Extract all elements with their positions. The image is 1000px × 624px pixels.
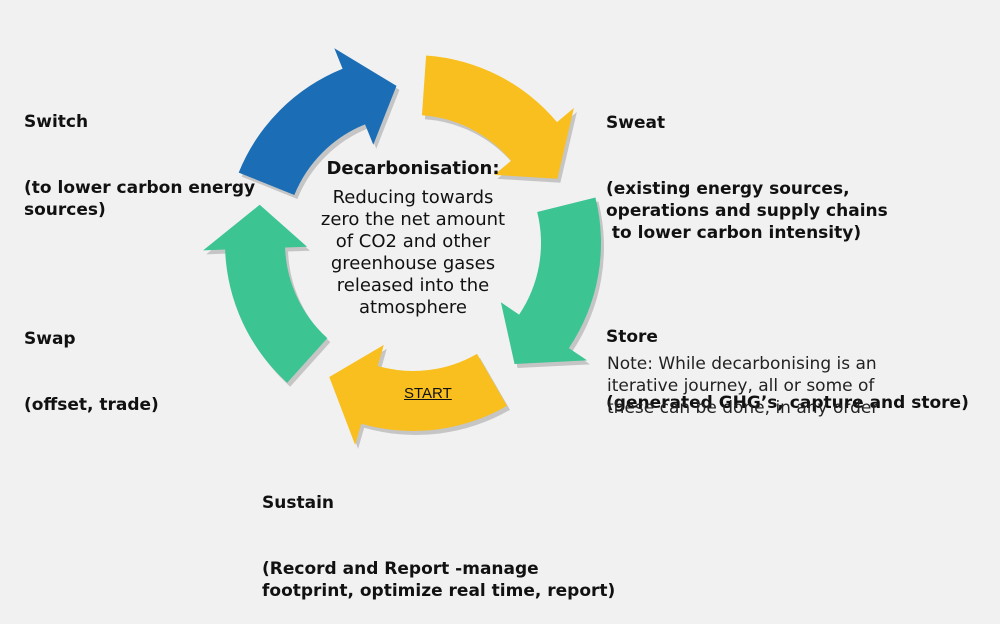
step-sustain-label: Sustain (Record and Report -manage footp… [262, 448, 615, 624]
step-title: Swap [24, 329, 76, 349]
step-title: Switch [24, 112, 89, 132]
step-title: Store [606, 327, 658, 347]
step-swap-label: Swap (offset, trade) [24, 284, 159, 438]
arrow-sustain [329, 344, 507, 445]
step-sweat-label: Sweat (existing energy sources, operatio… [606, 68, 888, 266]
center-body: Reducing towards zero the net amount of … [320, 187, 506, 318]
decarbonisation-cycle [203, 48, 604, 449]
arrow-switch [238, 48, 397, 196]
center-heading: Decarbonisation: [326, 158, 500, 179]
arrow-sweat [421, 55, 574, 179]
step-subtitle: (generated GHG’s, capture and store) [606, 393, 969, 413]
step-title: Sustain [262, 493, 334, 513]
arrow-store [500, 197, 601, 365]
step-store-label: Store (generated GHG’s, capture and stor… [606, 282, 969, 436]
step-subtitle: (offset, trade) [24, 395, 159, 415]
center-definition: Decarbonisation: Reducing towards zero t… [290, 158, 536, 319]
arrow-swap [203, 204, 328, 383]
step-subtitle: (existing energy sources, operations and… [606, 179, 888, 243]
step-subtitle: (Record and Report -manage footprint, op… [262, 559, 616, 601]
step-title: Sweat [606, 113, 666, 133]
step-subtitle: (to lower carbon energy sources) [24, 178, 256, 220]
step-switch-label: Switch (to lower carbon energy sources) [24, 67, 255, 243]
start-label: START [404, 385, 452, 402]
note-text: Note: While decarbonising is an iterativ… [607, 354, 879, 418]
